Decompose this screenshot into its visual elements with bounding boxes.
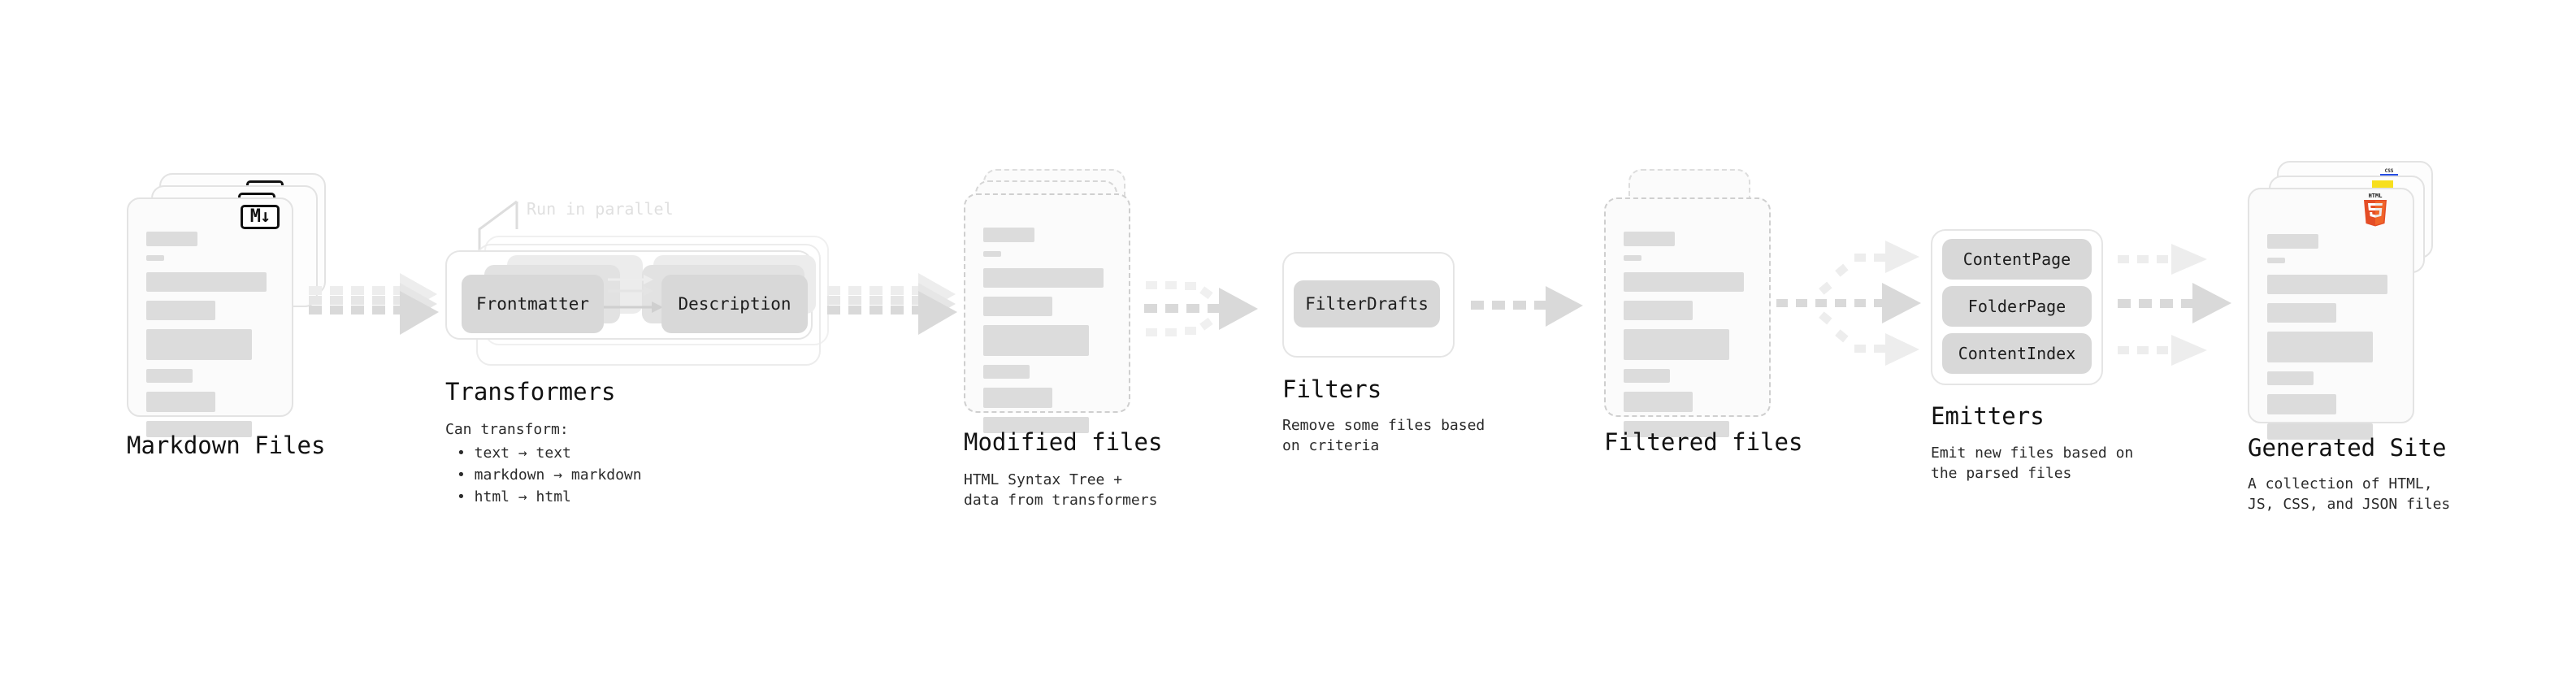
filtered-skeleton-bars bbox=[1624, 232, 1751, 446]
emitter-pill-contentpage[interactable]: ContentPage bbox=[1942, 239, 2092, 280]
skeleton-bar bbox=[146, 255, 164, 261]
skeleton-bar bbox=[2267, 332, 2373, 362]
skeleton-bar bbox=[2267, 258, 2285, 263]
emitter-pill-contentindex-label: ContentIndex bbox=[1958, 344, 2076, 363]
skeleton-bar bbox=[2267, 234, 2318, 249]
transformers-bullet-1: • text → text bbox=[457, 445, 571, 462]
skeleton-bar bbox=[1624, 369, 1670, 383]
transformers-bullet-2: • markdown → markdown bbox=[457, 466, 642, 484]
filtered-file-card-front bbox=[1604, 197, 1771, 437]
skeleton-bar bbox=[1624, 392, 1693, 412]
skeleton-bar bbox=[2267, 303, 2336, 323]
markdown-file-card-front bbox=[127, 197, 293, 437]
skeleton-bar bbox=[1624, 421, 1729, 437]
skeleton-bar bbox=[983, 325, 1089, 356]
generated-site-subtitle: A collection of HTML, JS, CSS, and JSON … bbox=[2248, 475, 2451, 513]
emitter-pill-folderpage-label: FolderPage bbox=[1967, 297, 2066, 316]
skeleton-bar bbox=[146, 369, 193, 383]
skeleton-bar bbox=[1624, 329, 1729, 360]
arrow-filtered-to-emitters bbox=[1776, 241, 1921, 366]
skeleton-bar bbox=[983, 268, 1104, 288]
skeleton-bar bbox=[1624, 232, 1675, 246]
markdown-skeleton-bars bbox=[146, 232, 274, 446]
generated-site-title: Generated Site bbox=[2248, 434, 2447, 462]
transformer-pill-description-label: Description bbox=[678, 294, 791, 314]
markdown-badge-text-front: M↓ bbox=[249, 206, 271, 227]
skeleton-bar bbox=[146, 421, 252, 437]
generated-site-skeleton-bars bbox=[2267, 234, 2395, 449]
skeleton-bar bbox=[2267, 423, 2373, 440]
emitter-pill-folderpage[interactable]: FolderPage bbox=[1942, 286, 2092, 327]
skeleton-bar bbox=[983, 365, 1030, 379]
filters-subtitle: Remove some files based on criteria bbox=[1282, 417, 1485, 454]
skeleton-bar bbox=[983, 388, 1052, 408]
arrow-markdown-to-transformers bbox=[309, 273, 439, 335]
html5-badge: HTML bbox=[2364, 193, 2387, 227]
skeleton-bar bbox=[146, 301, 215, 320]
modified-file-card-front bbox=[964, 193, 1130, 433]
svg-text:HTML: HTML bbox=[2369, 193, 2383, 199]
filtered-files-title: Filtered files bbox=[1604, 428, 1803, 456]
emitter-pill-contentindex[interactable]: ContentIndex bbox=[1942, 333, 2092, 374]
transformers-subtitle: Can transform: bbox=[445, 421, 569, 438]
filter-pill-filterdrafts-label: FilterDrafts bbox=[1305, 294, 1429, 314]
transformer-pill-frontmatter[interactable]: Frontmatter bbox=[462, 275, 604, 333]
modified-skeleton-bars bbox=[983, 228, 1111, 442]
skeleton-bar bbox=[146, 232, 197, 246]
transformer-pill-description[interactable]: Description bbox=[661, 275, 808, 333]
transformer-pill-frontmatter-label: Frontmatter bbox=[475, 294, 590, 314]
skeleton-bar bbox=[2267, 371, 2314, 385]
filters-title: Filters bbox=[1282, 375, 1382, 403]
arrow-filters-to-filtered bbox=[1471, 286, 1583, 327]
skeleton-bar bbox=[983, 417, 1089, 433]
skeleton-bar bbox=[983, 297, 1052, 316]
arrow-emitters-to-site bbox=[2118, 244, 2231, 366]
skeleton-bar bbox=[1624, 272, 1744, 292]
filter-pill-filterdrafts[interactable]: FilterDrafts bbox=[1294, 280, 1440, 327]
markdown-badge-front: M↓ bbox=[241, 205, 280, 229]
markdown-files-title: Markdown Files bbox=[127, 432, 326, 459]
emitters-title: Emitters bbox=[1931, 402, 2045, 430]
skeleton-bar bbox=[146, 329, 252, 360]
emitter-pill-contentpage-label: ContentPage bbox=[1962, 249, 2071, 269]
modified-files-subtitle: HTML Syntax Tree + data from transformer… bbox=[964, 471, 1158, 509]
css-badge-text: CSS bbox=[2384, 168, 2394, 174]
skeleton-bar bbox=[1624, 301, 1693, 320]
skeleton-bar bbox=[146, 272, 267, 292]
skeleton-bar bbox=[983, 251, 1001, 257]
modified-files-title: Modified files bbox=[964, 428, 1163, 456]
skeleton-bar bbox=[2267, 275, 2387, 294]
transformers-title: Transformers bbox=[445, 378, 616, 406]
skeleton-bar bbox=[1624, 255, 1641, 261]
arrow-transformers-to-modified bbox=[827, 273, 957, 335]
transformers-bullet-3: • html → html bbox=[457, 488, 571, 505]
skeleton-bar bbox=[2267, 394, 2336, 414]
run-in-parallel-label: Run in parallel bbox=[527, 199, 674, 219]
arrow-modified-to-filters bbox=[1144, 281, 1258, 336]
emitters-subtitle: Emit new files based on the parsed files bbox=[1931, 445, 2134, 482]
skeleton-bar bbox=[983, 228, 1034, 242]
skeleton-bar bbox=[146, 392, 215, 412]
generated-site-card-html bbox=[2248, 188, 2414, 440]
